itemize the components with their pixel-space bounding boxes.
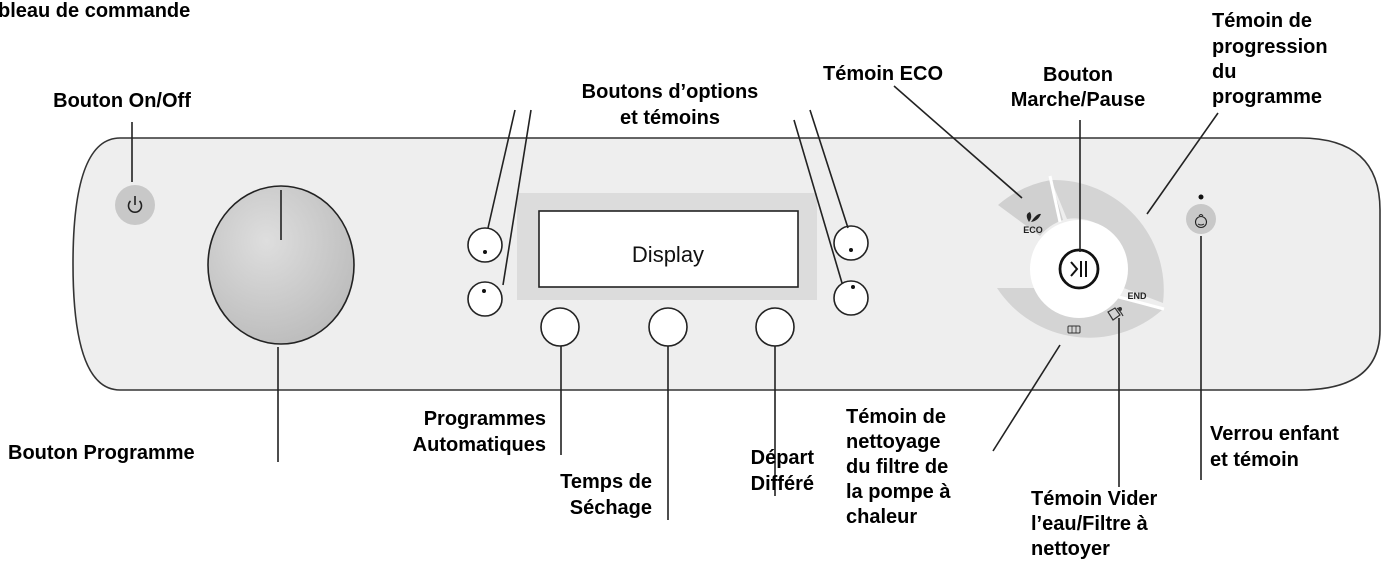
label-start-pause-line1: Bouton [1043,64,1113,86]
label-options-line1: Boutons d’options [582,81,759,103]
indicator-led [483,250,487,254]
label-filter-clean-line2: nettoyage [846,431,940,453]
water-filter-icon [1107,307,1124,321]
label-eco: Témoin ECO [823,63,943,85]
baby-face-icon [1194,214,1208,229]
label-child-lock-line1: Verrou enfant [1210,423,1339,445]
label-progress-line4: programme [1212,86,1322,108]
progress-segment-main [1051,179,1164,303]
label-water-filter-line3: nettoyer [1031,538,1110,560]
auto-programs-button[interactable] [540,307,580,347]
option-button-left-top[interactable] [467,227,503,263]
label-start-pause-line2: Marche/Pause [1011,89,1146,111]
label-progress-line2: progression [1212,36,1328,58]
child-lock-button[interactable] [1186,204,1216,234]
label-progress-line3: du [1212,61,1236,83]
option-button-right-bottom[interactable] [833,280,869,316]
drying-time-button[interactable] [648,307,688,347]
page-title: bleau de commande [0,0,190,22]
eco-segment [998,180,1063,236]
heat-pump-filter-icon [1067,325,1081,334]
start-pause-button[interactable] [1030,220,1128,318]
power-button[interactable] [115,185,155,225]
child-lock-led [1198,194,1204,200]
label-water-filter-line2: l’eau/Filtre à [1031,513,1149,535]
label-auto-programs-line2: Automatiques [413,434,546,456]
label-delayed-start-line2: Différé [751,473,814,495]
option-button-right-top[interactable] [833,225,869,261]
indicator-led [851,285,855,289]
label-filter-clean-line4: la pompe à [846,481,951,503]
end-label: END [1127,291,1147,301]
label-filter-clean-line1: Témoin de [846,406,946,428]
label-child-lock-line2: et témoin [1210,449,1299,471]
label-progress-line1: Témoin de [1212,10,1312,32]
delayed-start-button[interactable] [755,307,795,347]
program-knob[interactable] [207,185,355,345]
label-filter-clean-line3: du filtre de [846,456,948,478]
eco-label: ECO [1023,225,1043,235]
label-program-knob: Bouton Programme [8,442,195,464]
leaf-icon [1026,212,1041,222]
option-button-left-bottom[interactable] [467,281,503,317]
label-options-line2: et témoins [620,107,720,129]
label-delayed-start-line1: Départ [751,447,815,469]
indicator-led [482,289,486,293]
power-icon [127,196,143,213]
label-auto-programs-line1: Programmes [424,408,546,430]
label-drying-time-line2: Séchage [570,497,652,519]
label-drying-time-line1: Temps de [560,471,652,493]
indicator-led [849,248,853,252]
label-on-off: Bouton On/Off [53,90,191,112]
label-water-filter-line1: Témoin Vider [1031,488,1158,510]
label-filter-clean-line5: chaleur [846,506,917,528]
play-pause-icon [1070,261,1087,277]
display-label: Display [632,242,704,267]
display-screen [538,210,799,288]
